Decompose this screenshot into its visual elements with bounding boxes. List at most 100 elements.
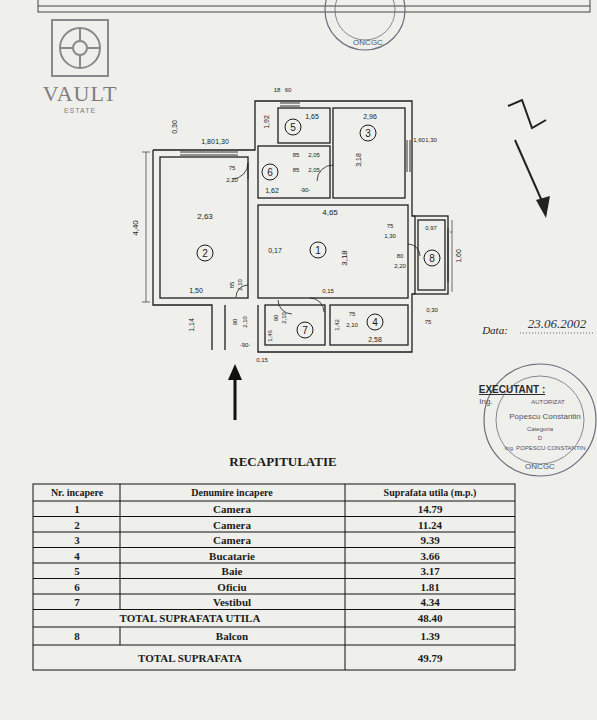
- dimension-text: -90-: [240, 342, 251, 348]
- table-cell: Oficiu: [217, 581, 246, 592]
- room-number: 3: [360, 125, 377, 142]
- table-cell: 1.81: [420, 581, 439, 592]
- dimension-text: 1,80: [201, 138, 215, 145]
- stamp-text: ONCGC: [525, 463, 555, 471]
- dimension-text: 2,10: [346, 322, 358, 328]
- room-number: 4: [367, 314, 384, 331]
- table-cell: Nr. incapere: [51, 488, 103, 498]
- table-cell: 3: [74, 535, 80, 546]
- room-number: 6: [262, 164, 279, 181]
- dimension-text: 1,92: [263, 115, 270, 129]
- dimension-text: 0,17: [268, 247, 282, 254]
- dimension-text: 3,18: [355, 153, 362, 167]
- dimension-text: 85: [229, 282, 235, 289]
- dimension-text: 90: [273, 315, 279, 322]
- table-cell: Camera: [213, 519, 251, 530]
- dimension-text: 2,05: [308, 152, 320, 158]
- room-number: 7: [297, 322, 314, 339]
- room-number: 5: [285, 119, 302, 136]
- dimension-text: 1,42: [334, 319, 340, 331]
- table-cell: 8: [74, 631, 80, 642]
- dimension-text: 2,10: [281, 312, 287, 324]
- table-cell: 11.24: [418, 519, 442, 530]
- table-cell: 4: [74, 550, 80, 561]
- table-cell: Balcon: [216, 631, 248, 642]
- dimension-text: 1,30: [215, 138, 229, 145]
- table-cell: Denumire incapere: [191, 488, 273, 498]
- dimension-text: 4,40: [132, 220, 140, 236]
- dimension-text: 1,50: [189, 287, 203, 294]
- room: 7: [265, 305, 325, 345]
- stamp-text: Data:: [482, 325, 508, 336]
- table-cell: 9.39: [420, 535, 439, 546]
- dimension-text: 2,20: [394, 263, 406, 269]
- stamp-text: Categoria: [527, 426, 553, 432]
- dimension-text: 0,30: [426, 307, 438, 313]
- room-number: 2: [197, 245, 214, 262]
- stamp-text: Ing. POPESCU CONSTANTIN: [504, 445, 585, 451]
- logo-text: VAULT: [43, 83, 118, 105]
- table-cell: 14.79: [418, 504, 443, 515]
- stamp-text: 23.06.2002: [528, 317, 587, 330]
- table-cell: 6: [74, 581, 80, 592]
- room: 3: [333, 108, 405, 198]
- stamp-text: AUTORIZAT: [531, 399, 564, 405]
- table-cell: 49.79: [418, 653, 443, 664]
- table-cell: 4.34: [420, 597, 439, 608]
- table-cell: 2: [74, 519, 80, 530]
- table-cell: 1: [74, 504, 80, 515]
- logo-text: ESTATE: [64, 107, 96, 114]
- table-cell: 48.40: [418, 613, 443, 624]
- dimension-text: 1,46: [267, 330, 273, 342]
- dimension-text: 75: [425, 319, 432, 325]
- dimension-text: 75: [349, 311, 356, 317]
- dimension-text: 4,65: [322, 209, 338, 217]
- stamp-text: D: [538, 435, 542, 441]
- dimension-text: 2,58: [368, 336, 382, 343]
- dimension-text: ONCGC: [353, 39, 383, 47]
- table-cell: Camera: [213, 504, 251, 515]
- dimension-text: 2,96: [363, 113, 377, 120]
- dimension-text: 1,65: [305, 113, 319, 120]
- dimension-text: 2,10: [237, 279, 243, 291]
- room: 5: [278, 108, 330, 143]
- dimension-text: 2,10: [242, 316, 248, 328]
- dimension-text: 1,60: [455, 249, 462, 263]
- table-cell: Bucatarie: [209, 550, 255, 561]
- table-cell: Camera: [213, 535, 251, 546]
- dimension-text: 2,05: [308, 167, 320, 173]
- table-cell: Suprafata utila (m.p.): [384, 488, 477, 498]
- dimension-text: 0,15: [256, 357, 268, 363]
- dimension-text: 1,14: [188, 318, 195, 332]
- table-cell: TOTAL SUPRAFATA UTILA: [120, 613, 261, 624]
- dimension-text: 2,63: [197, 213, 213, 221]
- dimension-text: 2,20: [226, 177, 238, 183]
- table-cell: 5: [74, 566, 80, 577]
- dimension-text: 60: [285, 87, 292, 93]
- table-cell: 1.39: [420, 631, 439, 642]
- dimension-text: 85: [293, 152, 300, 158]
- dimension-text: 3,18: [341, 250, 349, 266]
- stamp-text: Ing.: [479, 398, 492, 406]
- dimension-text: 1,62: [265, 187, 279, 194]
- stamp-text: Popescu Constantin: [509, 413, 581, 421]
- table-cell: TOTAL SUPRAFATA: [138, 653, 242, 664]
- dimension-text: -90-: [300, 187, 311, 193]
- dimension-text: 18: [274, 87, 281, 93]
- table-cell: 7: [74, 597, 80, 608]
- table-title: RECAPITULATIE: [229, 455, 336, 468]
- dimension-text: 75: [229, 165, 236, 171]
- dimension-text: 0,97: [425, 225, 437, 231]
- dimension-text: 1,30: [425, 137, 437, 143]
- table-cell: 3.66: [420, 550, 439, 561]
- dimension-text: 0,15: [322, 288, 334, 294]
- dimension-text: 90: [232, 319, 238, 326]
- dimension-text: 80: [397, 253, 404, 259]
- room-number: 8: [424, 250, 441, 267]
- dimension-text: 1,30: [384, 233, 396, 239]
- dimension-text: 85: [293, 167, 300, 173]
- room-number: 1: [310, 242, 327, 259]
- table-cell: Baie: [222, 566, 243, 577]
- dimension-text: 0,30: [171, 120, 178, 134]
